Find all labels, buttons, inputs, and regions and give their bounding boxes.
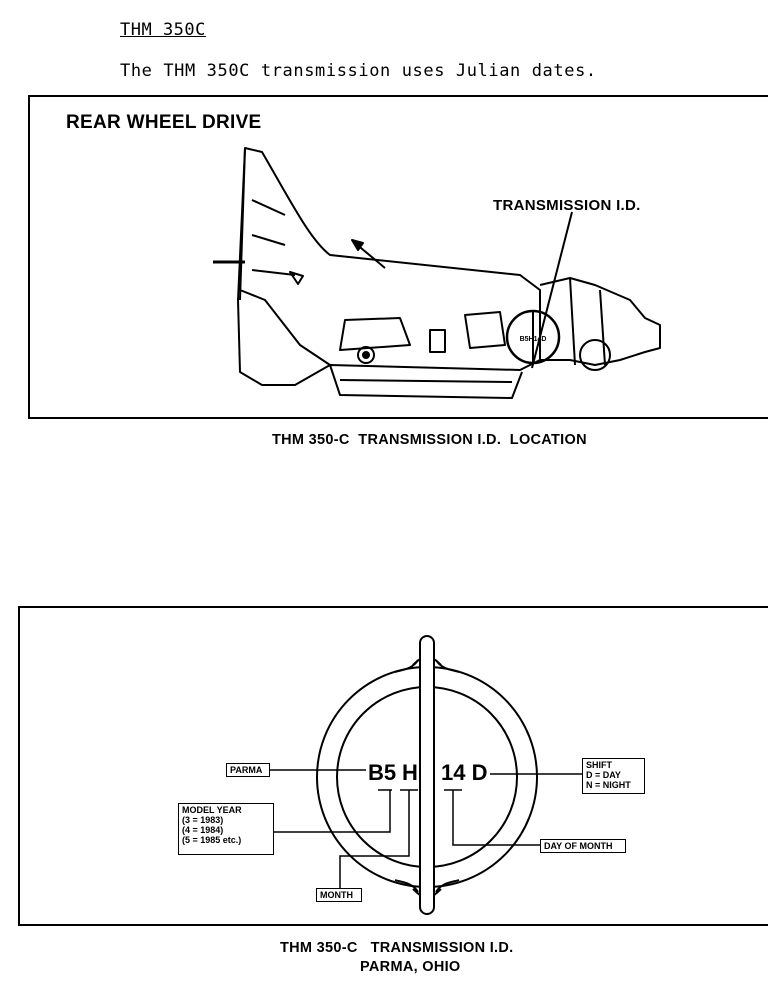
model-year-line: (3 = 1983) (182, 815, 224, 825)
id-detail-figure-frame (18, 606, 768, 926)
document-title: THM 350C (120, 20, 206, 40)
shift-label-box: SHIFT D = DAY N = NIGHT (582, 758, 645, 794)
model-year-line: (5 = 1985 etc.) (182, 835, 242, 845)
model-year-line: (4 = 1984) (182, 825, 224, 835)
location-figure-frame (28, 95, 768, 419)
transmission-id-callout: TRANSMISSION I.D. (493, 197, 641, 214)
figure2-caption-line2: PARMA, OHIO (360, 959, 461, 975)
model-year-heading: MODEL YEAR (182, 805, 242, 815)
id-stamp-text: B5H14D (520, 336, 547, 343)
parma-label-box: PARMA (226, 763, 270, 777)
day-shift-code: 14 D (441, 760, 488, 785)
intro-text: The THM 350C transmission uses Julian da… (120, 61, 597, 81)
rear-wheel-drive-heading: REAR WHEEL DRIVE (66, 112, 262, 133)
day-of-month-label-box: DAY OF MONTH (540, 839, 626, 853)
month-code: H (402, 760, 418, 785)
plant-code: B5 (368, 760, 397, 785)
shift-line: D = DAY (586, 770, 621, 780)
shift-heading: SHIFT (586, 760, 612, 770)
model-year-label-box: MODEL YEAR (3 = 1983) (4 = 1984) (5 = 19… (178, 803, 274, 855)
month-label-box: MONTH (316, 888, 362, 902)
shift-line: N = NIGHT (586, 780, 631, 790)
figure2-caption-line1: THM 350-C TRANSMISSION I.D. (280, 940, 514, 956)
figure1-caption: THM 350-C TRANSMISSION I.D. LOCATION (272, 432, 587, 448)
